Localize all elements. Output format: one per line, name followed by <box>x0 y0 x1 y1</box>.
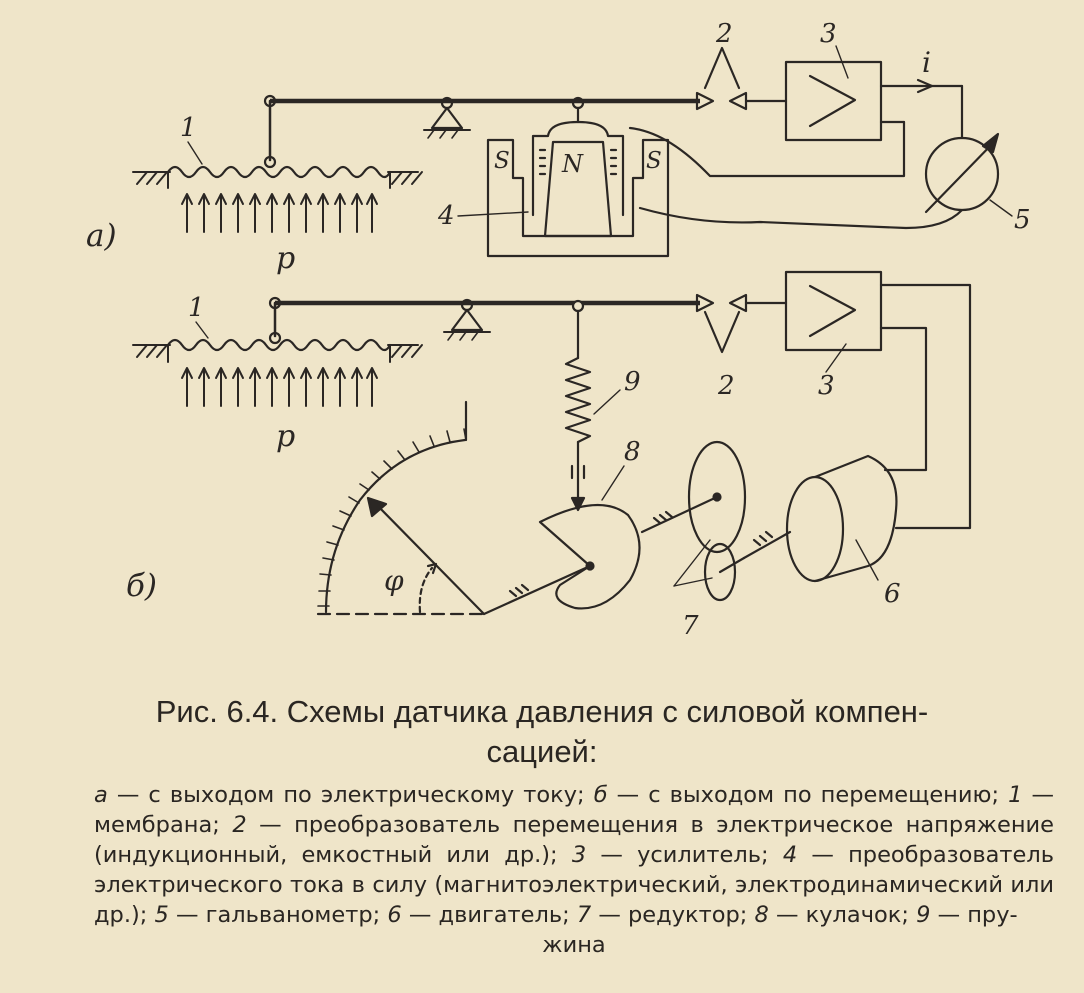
pressure-sensor-diagram: а) p 1 2 3 i S N S 4 5 <box>86 19 1031 641</box>
label-n: N <box>561 150 584 178</box>
legend-text: — преобразователь электрического тока в … <box>94 842 1054 928</box>
label-9: 9 <box>624 367 641 397</box>
legend-text: — с выходом по пере­мещению; <box>607 782 1009 808</box>
label-1-b: 1 <box>188 293 205 323</box>
membrane-b <box>166 338 392 352</box>
legend-mark: 2 <box>232 812 247 838</box>
reducer-b <box>640 440 747 602</box>
legend-mark: 4 <box>782 842 798 868</box>
cam-b <box>482 503 641 616</box>
label-panel-a: а) <box>86 218 117 254</box>
label-5: 5 <box>1014 205 1031 235</box>
legend-mark: а <box>94 782 108 808</box>
label-2-b: 2 <box>717 371 735 401</box>
label-1-a: 1 <box>180 113 197 143</box>
legend-mark: 5 <box>154 902 169 928</box>
legend-mark: 8 <box>754 902 769 928</box>
pivot-a <box>423 96 471 139</box>
label-angle: φ <box>384 564 404 597</box>
galvanometer-a <box>924 132 1000 214</box>
legend-mark: 3 <box>571 842 587 868</box>
legend-mark: 6 <box>387 902 402 928</box>
pivot-b <box>443 298 491 341</box>
legend-mark: 9 <box>916 902 931 928</box>
panel-a: а) p 1 2 3 i S N S 4 5 <box>86 19 1031 276</box>
figure-legend: а — с выходом по электрическому току; б … <box>94 780 1054 960</box>
label-3-a: 3 <box>820 19 837 49</box>
ground-left-b <box>132 344 171 358</box>
label-pressure-b: p <box>276 419 295 454</box>
motor-b <box>742 454 898 583</box>
label-current: i <box>922 46 931 79</box>
displacement-converter-a <box>695 46 788 111</box>
label-s-right: S <box>646 148 662 174</box>
label-8: 8 <box>624 437 641 467</box>
label-4: 4 <box>437 201 455 231</box>
dial-scale-b <box>316 400 486 616</box>
legend-text: — двигатель; <box>401 902 577 928</box>
label-2-a: 2 <box>715 19 733 49</box>
caption-line-1: Рис. 6.4. Схемы датчика давления с силов… <box>155 694 929 729</box>
label-panel-b: б) <box>126 568 157 604</box>
legend-text: — галь­ванометр; <box>168 902 388 928</box>
legend-text: — пру- <box>930 902 1018 928</box>
label-3-b: 3 <box>818 371 835 401</box>
legend-text: — редуктор; <box>591 902 755 928</box>
legend-last-line: жина <box>542 932 606 958</box>
displacement-converter-b <box>695 293 788 354</box>
ground-right-b <box>387 344 423 358</box>
label-6: 6 <box>884 579 901 609</box>
ground-right-a <box>387 171 423 185</box>
amplifier-a <box>628 60 964 230</box>
amplifier-b <box>784 270 972 530</box>
legend-text: — преобразователь перемещения в электрич… <box>94 812 1054 868</box>
pressure-arrows-a <box>181 193 378 233</box>
legend-text: — кулачок; <box>768 902 917 928</box>
figure-caption: Рис. 6.4. Схемы датчика давления с силов… <box>60 692 1024 772</box>
legend-text: — с выходом по электрическому току; <box>107 782 594 808</box>
panel-b: б) p 1 2 3 9 8 7 6 φ <box>126 270 972 641</box>
caption-line-2: сацией: <box>486 734 598 769</box>
ground-left-a <box>132 171 171 185</box>
spring-b <box>564 299 592 512</box>
legend-mark: б <box>593 782 608 808</box>
legend-text: — мембрана; <box>94 782 1055 838</box>
legend-text: — усилитель; <box>586 842 783 868</box>
label-s-left: S <box>494 148 510 174</box>
legend-mark: 7 <box>576 902 592 928</box>
legend-mark: 1 <box>1008 782 1023 808</box>
magnet-a <box>486 120 670 258</box>
label-pressure-a: p <box>276 241 295 276</box>
membrane-a <box>166 165 392 179</box>
label-7: 7 <box>682 611 699 641</box>
pressure-arrows-b <box>181 367 378 407</box>
